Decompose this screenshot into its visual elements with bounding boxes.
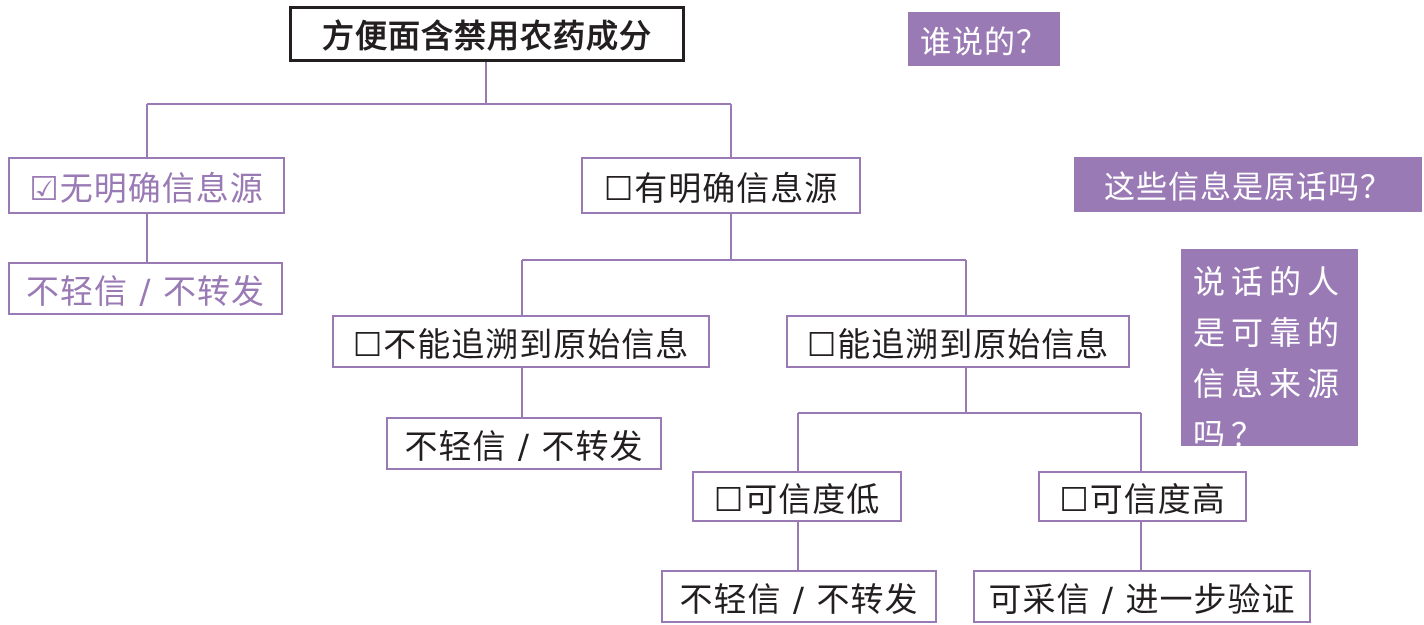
low-credibility-action-node: 不轻信 / 不转发 bbox=[661, 570, 937, 623]
root-node: 方便面含禁用农药成分 bbox=[289, 6, 685, 62]
connector-root-split bbox=[146, 62, 732, 157]
connector-traceable-split bbox=[797, 368, 1142, 471]
traceable-node: ☐能追溯到原始信息 bbox=[786, 315, 1130, 368]
connector-has-source-split bbox=[521, 214, 967, 315]
not-traceable-node: ☐不能追溯到原始信息 bbox=[332, 315, 710, 368]
callout-reliable-source: 说话的人是可靠的信息来源吗？ bbox=[1181, 249, 1358, 454]
high-credibility-node: ☐可信度高 bbox=[1038, 471, 1247, 522]
callout-original-words: 这些信息是原话吗？ bbox=[1074, 157, 1422, 212]
callout-who-said: 谁说的？ bbox=[908, 12, 1060, 66]
low-credibility-node: ☐可信度低 bbox=[692, 471, 902, 522]
has-source-node: ☐有明确信息源 bbox=[581, 157, 861, 214]
no-source-action-node: 不轻信 / 不转发 bbox=[8, 262, 283, 315]
high-credibility-action-node: 可采信 / 进一步验证 bbox=[973, 570, 1311, 623]
no-source-node: ☑无明确信息源 bbox=[8, 157, 285, 214]
not-traceable-action-node: 不轻信 / 不转发 bbox=[386, 417, 662, 470]
